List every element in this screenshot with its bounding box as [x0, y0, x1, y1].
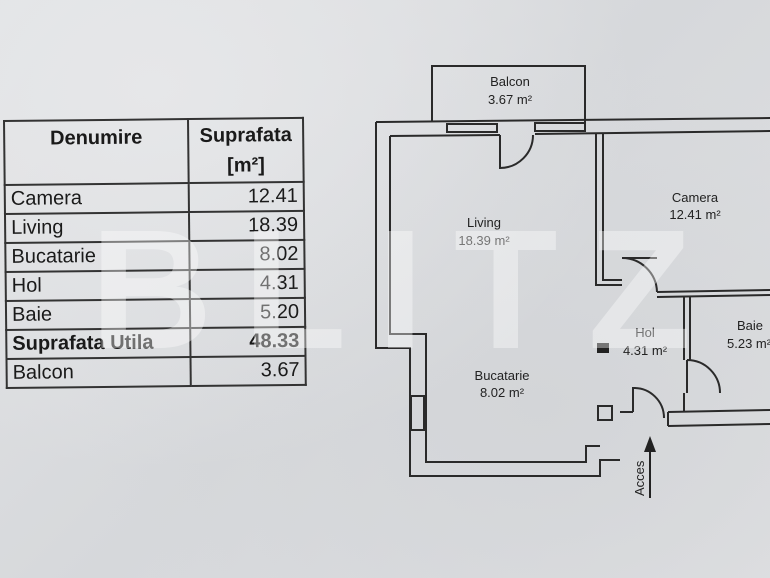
baie-bottom-wall [667, 409, 770, 413]
balcon-label: Balcon [490, 74, 530, 89]
camera-wall-inner [602, 134, 622, 281]
hol-marker [597, 343, 609, 353]
acces-label: Acces [632, 460, 647, 496]
baie-door [686, 359, 721, 394]
balcony-door [499, 134, 534, 170]
window-left [410, 395, 425, 431]
outer-wall-outer [375, 122, 620, 477]
camera-wall [595, 134, 622, 286]
bucatarie-area: 8.02 m² [480, 385, 525, 400]
window-top-right [534, 122, 586, 132]
hol-label: Hol [635, 325, 655, 340]
living-label: Living [467, 215, 501, 230]
kitchen-column [597, 405, 613, 421]
camera-door [621, 257, 658, 293]
entrance-door [632, 386, 665, 419]
camera-label: Camera [672, 190, 719, 205]
watermark-logo: BLITZ [90, 195, 722, 385]
top-wall-inner [389, 134, 501, 137]
baie-label: Baie [737, 318, 763, 333]
balcony-outline [431, 65, 586, 122]
camera-bottom-wall [656, 289, 770, 293]
camera-bottom-wall-inner [656, 294, 770, 298]
baie-area: 5.23 m² [727, 336, 770, 351]
top-wall-inner-right [534, 130, 770, 135]
living-area: 18.39 m² [458, 233, 510, 248]
window-top-left [446, 123, 498, 133]
hol-area: 4.31 m² [623, 343, 668, 358]
balcon-area: 3.67 m² [488, 92, 533, 107]
access-arrow [644, 436, 656, 498]
outer-wall-inner [389, 136, 600, 463]
top-wall-outer [375, 117, 770, 123]
camera-area: 12.41 m² [669, 207, 721, 222]
bucatarie-label: Bucatarie [475, 368, 530, 383]
baie-bottom-wall-inner [667, 423, 770, 427]
